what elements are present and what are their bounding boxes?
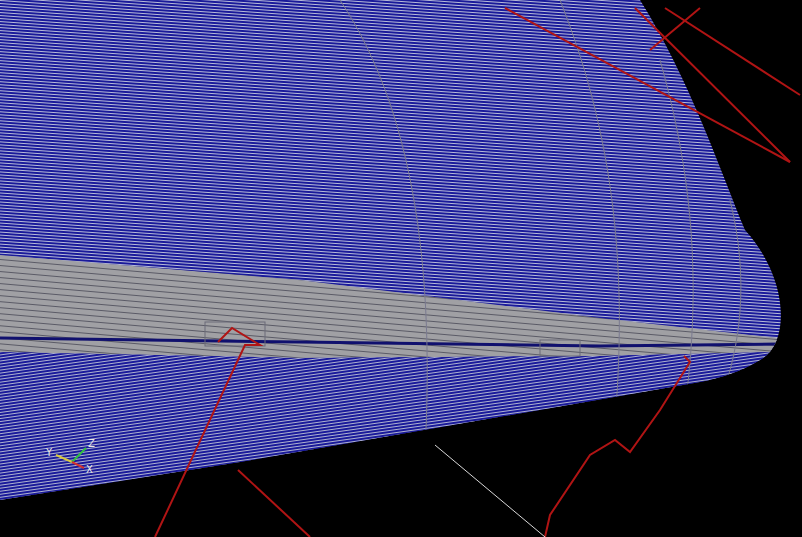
- axis-label: Z: [88, 439, 95, 449]
- white-line: [435, 445, 545, 537]
- axis-label: Y: [46, 448, 52, 458]
- red-lines: [155, 8, 800, 537]
- axis-label: X: [86, 465, 93, 475]
- axis-triad: [56, 448, 86, 468]
